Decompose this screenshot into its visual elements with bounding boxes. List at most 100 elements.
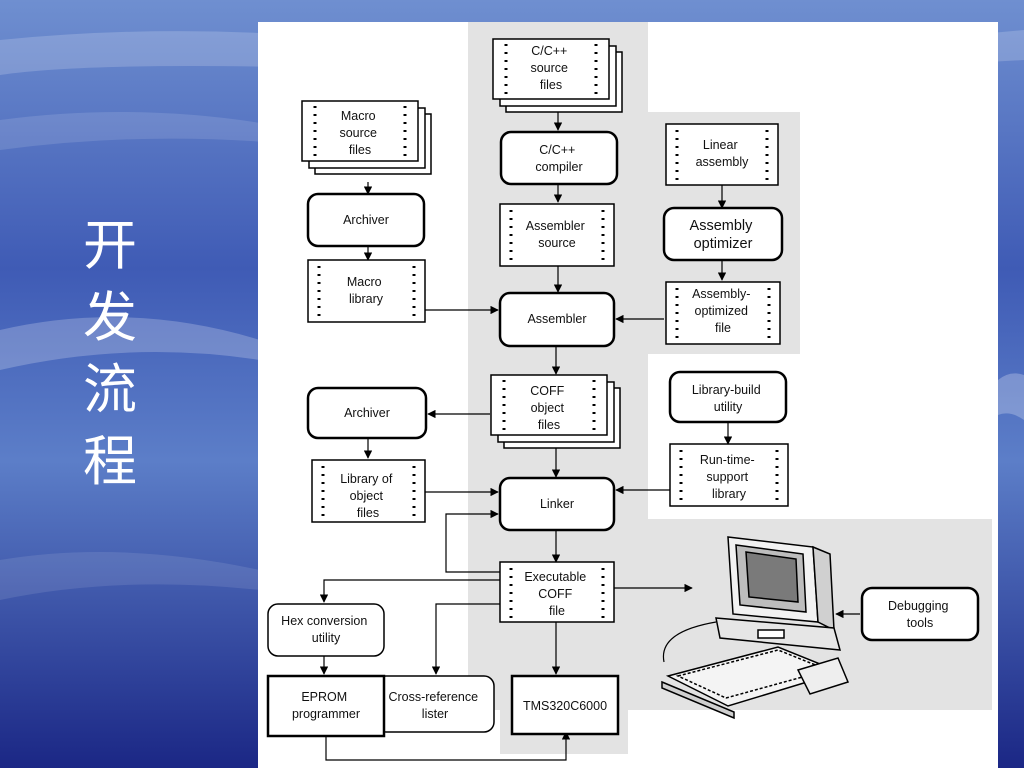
label-line: Assembly- <box>692 287 750 301</box>
label-line: optimizer <box>694 236 753 252</box>
label-line: lister <box>422 707 448 721</box>
eprom-programmer-box <box>266 674 386 738</box>
label-line: Library-build <box>692 383 761 397</box>
assembly-optimizer-box <box>662 206 784 262</box>
label-eprom-programmer: EPROM programmer <box>292 690 360 721</box>
label-line: tools <box>907 616 933 630</box>
cpp-source-stack <box>492 38 623 113</box>
label-archiver-mid: Archiver <box>344 406 390 420</box>
slide-title: 开 发 流 程 <box>70 210 150 498</box>
assembler-source-box <box>499 203 615 267</box>
label-line: TMS320C6000 <box>523 699 607 713</box>
label-line: Hex conversion <box>281 614 367 628</box>
title-char: 开 <box>83 214 137 277</box>
library-object-files-box <box>311 459 426 523</box>
label-line: COFF <box>538 587 572 601</box>
label-executable-coff-file: Executable COFF file <box>524 570 589 618</box>
label-line: EPROM <box>301 690 347 704</box>
label-line: files <box>349 143 371 157</box>
label-tms320c6000: TMS320C6000 <box>523 699 607 713</box>
label-line: library <box>349 292 384 306</box>
label-line: utility <box>714 400 743 414</box>
archiver-top-box <box>306 192 426 248</box>
archiver-mid-box <box>306 386 428 440</box>
label-macro-library: Macro library <box>347 275 385 306</box>
cross-reference-box <box>375 675 495 733</box>
label-line: files <box>538 418 560 432</box>
cpp-compiler-box <box>499 130 619 186</box>
hardware-boxes <box>266 674 620 738</box>
arrow-executable-to-xref <box>431 603 500 675</box>
label-line: files <box>540 78 562 92</box>
label-line: library <box>712 487 747 501</box>
label-line: assembly <box>696 155 750 169</box>
flow-diagram-panel: C/C++ source files C/C++ compiler Macro … <box>258 22 998 768</box>
label-line: utility <box>312 631 341 645</box>
development-flow-diagram: C/C++ source files C/C++ compiler Macro … <box>266 22 992 761</box>
file-dots <box>313 44 779 618</box>
label-line: Debugging <box>888 599 949 613</box>
coff-object-stack <box>490 374 621 449</box>
tms320c6000-box <box>510 674 620 736</box>
label-line: source <box>530 61 568 75</box>
label-library-of-object-files: Library of object files <box>340 472 396 520</box>
label-line: support <box>706 470 748 484</box>
label-linear-assembly: Linear assembly <box>696 138 750 169</box>
title-char: 程 <box>83 430 137 493</box>
label-line: Archiver <box>343 213 389 227</box>
label-line: Cross-reference <box>388 690 478 704</box>
label-line: source <box>538 236 576 250</box>
macro-source-stack <box>301 100 432 175</box>
hex-conversion-box <box>267 603 385 657</box>
label-archiver-top: Archiver <box>343 213 389 227</box>
title-char: 流 <box>83 358 137 421</box>
label-line: object <box>350 489 384 503</box>
label-cpp-source: C/C++ source files <box>530 44 571 92</box>
label-linker: Linker <box>540 497 574 511</box>
label-line: programmer <box>292 707 360 721</box>
label-line: Executable <box>524 570 586 584</box>
label-line: Linear <box>703 138 738 152</box>
label-line: Library of <box>340 472 393 486</box>
linker-box <box>498 476 616 532</box>
label-coff-object-files: COFF object files <box>530 384 568 432</box>
label-cpp-compiler: C/C++ compiler <box>535 143 582 174</box>
label-assembly-optimized-file: Assembly- optimized file <box>692 287 754 335</box>
label-line: optimized <box>695 304 749 318</box>
label-cross-reference-lister: Cross-reference lister <box>388 690 481 721</box>
label-line: C/C++ <box>531 44 567 58</box>
label-line: source <box>339 126 377 140</box>
process-boxes-thin <box>267 603 495 733</box>
label-runtime-support-library: Run-time- support library <box>700 453 758 501</box>
label-assembly-optimizer: Assembly optimizer <box>690 218 757 252</box>
assembly-optimized-file-box <box>665 281 781 345</box>
file-stacks <box>301 38 623 449</box>
label-line: C/C++ <box>539 143 575 157</box>
label-line: Assembler <box>526 219 585 233</box>
label-line: file <box>549 604 565 618</box>
debugging-tools-box <box>860 586 980 642</box>
runtime-support-library-box <box>669 443 789 507</box>
library-build-utility-box <box>668 370 788 424</box>
label-line: Macro <box>347 275 382 289</box>
label-line: Linker <box>540 497 574 511</box>
label-assembler-source: Assembler source <box>526 219 589 250</box>
label-line: COFF <box>530 384 564 398</box>
label-hex-conversion-utility: Hex conversion utility <box>281 614 371 645</box>
label-library-build-utility: Library-build utility <box>692 383 764 414</box>
arrow-executable-loop-to-linker <box>445 509 500 573</box>
label-line: files <box>357 506 379 520</box>
label-line: Run-time- <box>700 453 755 467</box>
label-debugging-tools: Debugging tools <box>888 599 952 630</box>
arrow-eprom-to-target <box>325 731 571 761</box>
linear-assembly-box <box>665 123 779 186</box>
executable-coff-file-box <box>499 561 615 623</box>
label-line: Assembler <box>527 312 586 326</box>
macro-library-box <box>307 259 426 323</box>
label-macro-source: Macro source files <box>339 109 380 157</box>
file-boxes <box>307 123 789 623</box>
process-boxes <box>306 130 980 642</box>
arrow-executable-to-hex <box>319 579 500 603</box>
computer-icon <box>661 536 850 720</box>
label-line: object <box>531 401 565 415</box>
